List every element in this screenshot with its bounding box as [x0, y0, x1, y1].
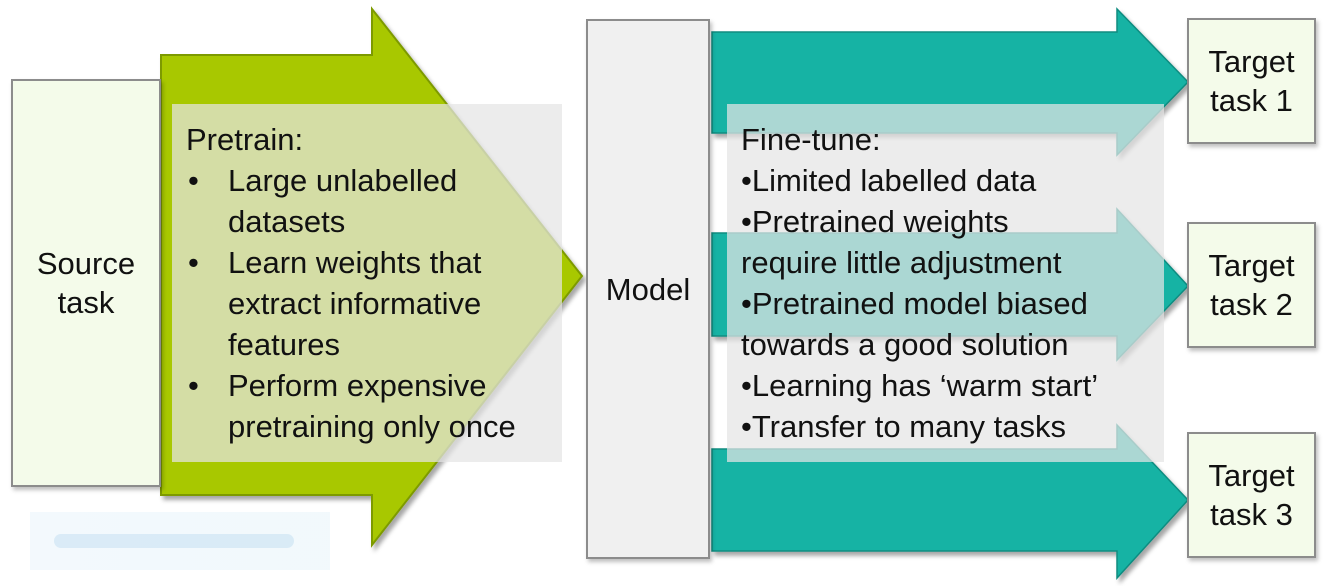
pretrain-item-line: Perform expensive	[228, 368, 487, 403]
bullet-icon: •	[188, 245, 199, 280]
finetune-line: •Pretrained weights	[741, 204, 1009, 239]
finetune-line: •Pretrained model biased	[741, 286, 1088, 321]
finetune-line: towards a good solution	[741, 327, 1069, 362]
target-task-1-line1: Target	[1208, 44, 1295, 79]
watermark-smudge	[54, 534, 294, 548]
pretrain-item: • Perform expensive pretraining only onc…	[186, 365, 552, 447]
source-task-box: Source task	[11, 79, 161, 487]
target-task-1-box: Target task 1	[1187, 18, 1316, 144]
target-task-2-line2: task 2	[1210, 287, 1293, 322]
pretrain-item-line: datasets	[228, 204, 346, 239]
target-task-3-line2: task 3	[1210, 497, 1293, 532]
pretrain-heading: Pretrain:	[186, 122, 304, 157]
pretrain-item-line: extract informative	[228, 286, 482, 321]
target-task-3-line1: Target	[1208, 458, 1295, 493]
model-label: Model	[605, 271, 691, 307]
pretrain-list: • Large unlabelled datasets • Learn weig…	[186, 160, 552, 447]
finetune-line: •Learning has ‘warm start’	[741, 368, 1099, 403]
bullet-icon: •	[188, 368, 199, 403]
pretrain-item-line: Learn weights that	[228, 245, 482, 280]
pretrain-item-line: Large unlabelled	[228, 163, 458, 198]
model-box: Model	[586, 19, 710, 559]
pretrain-item-line: features	[228, 327, 341, 362]
finetune-heading: Fine-tune:	[741, 122, 881, 157]
pretrain-item-line: pretraining only once	[228, 409, 516, 444]
source-task-line1: Source	[36, 246, 136, 281]
finetune-list: •Limited labelled data •Pretrained weigh…	[741, 160, 1158, 447]
pretrain-panel: Pretrain: • Large unlabelled datasets • …	[172, 104, 562, 462]
finetune-line: require little adjustment	[741, 245, 1062, 280]
finetune-line: •Transfer to many tasks	[741, 409, 1066, 444]
faded-watermark	[30, 512, 330, 570]
pretrain-item: • Large unlabelled datasets	[186, 160, 552, 242]
finetune-panel: Fine-tune: •Limited labelled data •Pretr…	[727, 104, 1164, 462]
bullet-icon: •	[188, 163, 199, 198]
pretrain-item: • Learn weights that extract informative…	[186, 242, 552, 365]
target-task-3-box: Target task 3	[1187, 432, 1316, 558]
source-task-line2: task	[57, 285, 115, 320]
target-task-1-line2: task 1	[1210, 83, 1293, 118]
target-task-2-line1: Target	[1208, 248, 1295, 283]
finetune-line: •Limited labelled data	[741, 163, 1037, 198]
target-task-2-box: Target task 2	[1187, 222, 1316, 348]
